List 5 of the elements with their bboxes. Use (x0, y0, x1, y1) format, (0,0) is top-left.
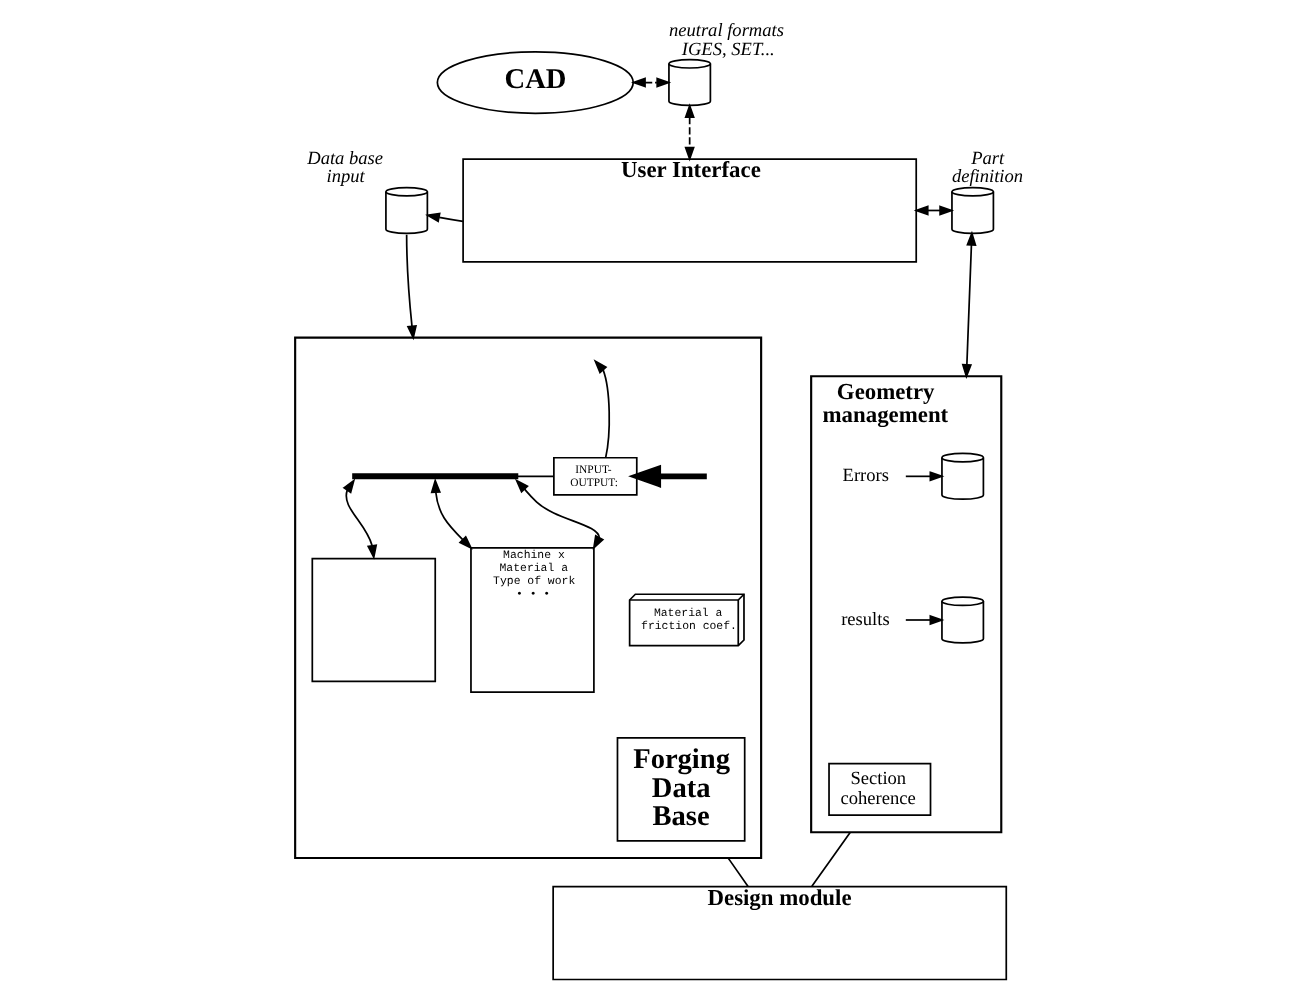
node-label: neutral formats IGES, SET... (668, 21, 784, 61)
node-label: Data base input (307, 149, 384, 189)
node-text: Errors (842, 467, 890, 488)
node-label: Part definition (951, 149, 1024, 189)
node-text: results (841, 610, 890, 631)
